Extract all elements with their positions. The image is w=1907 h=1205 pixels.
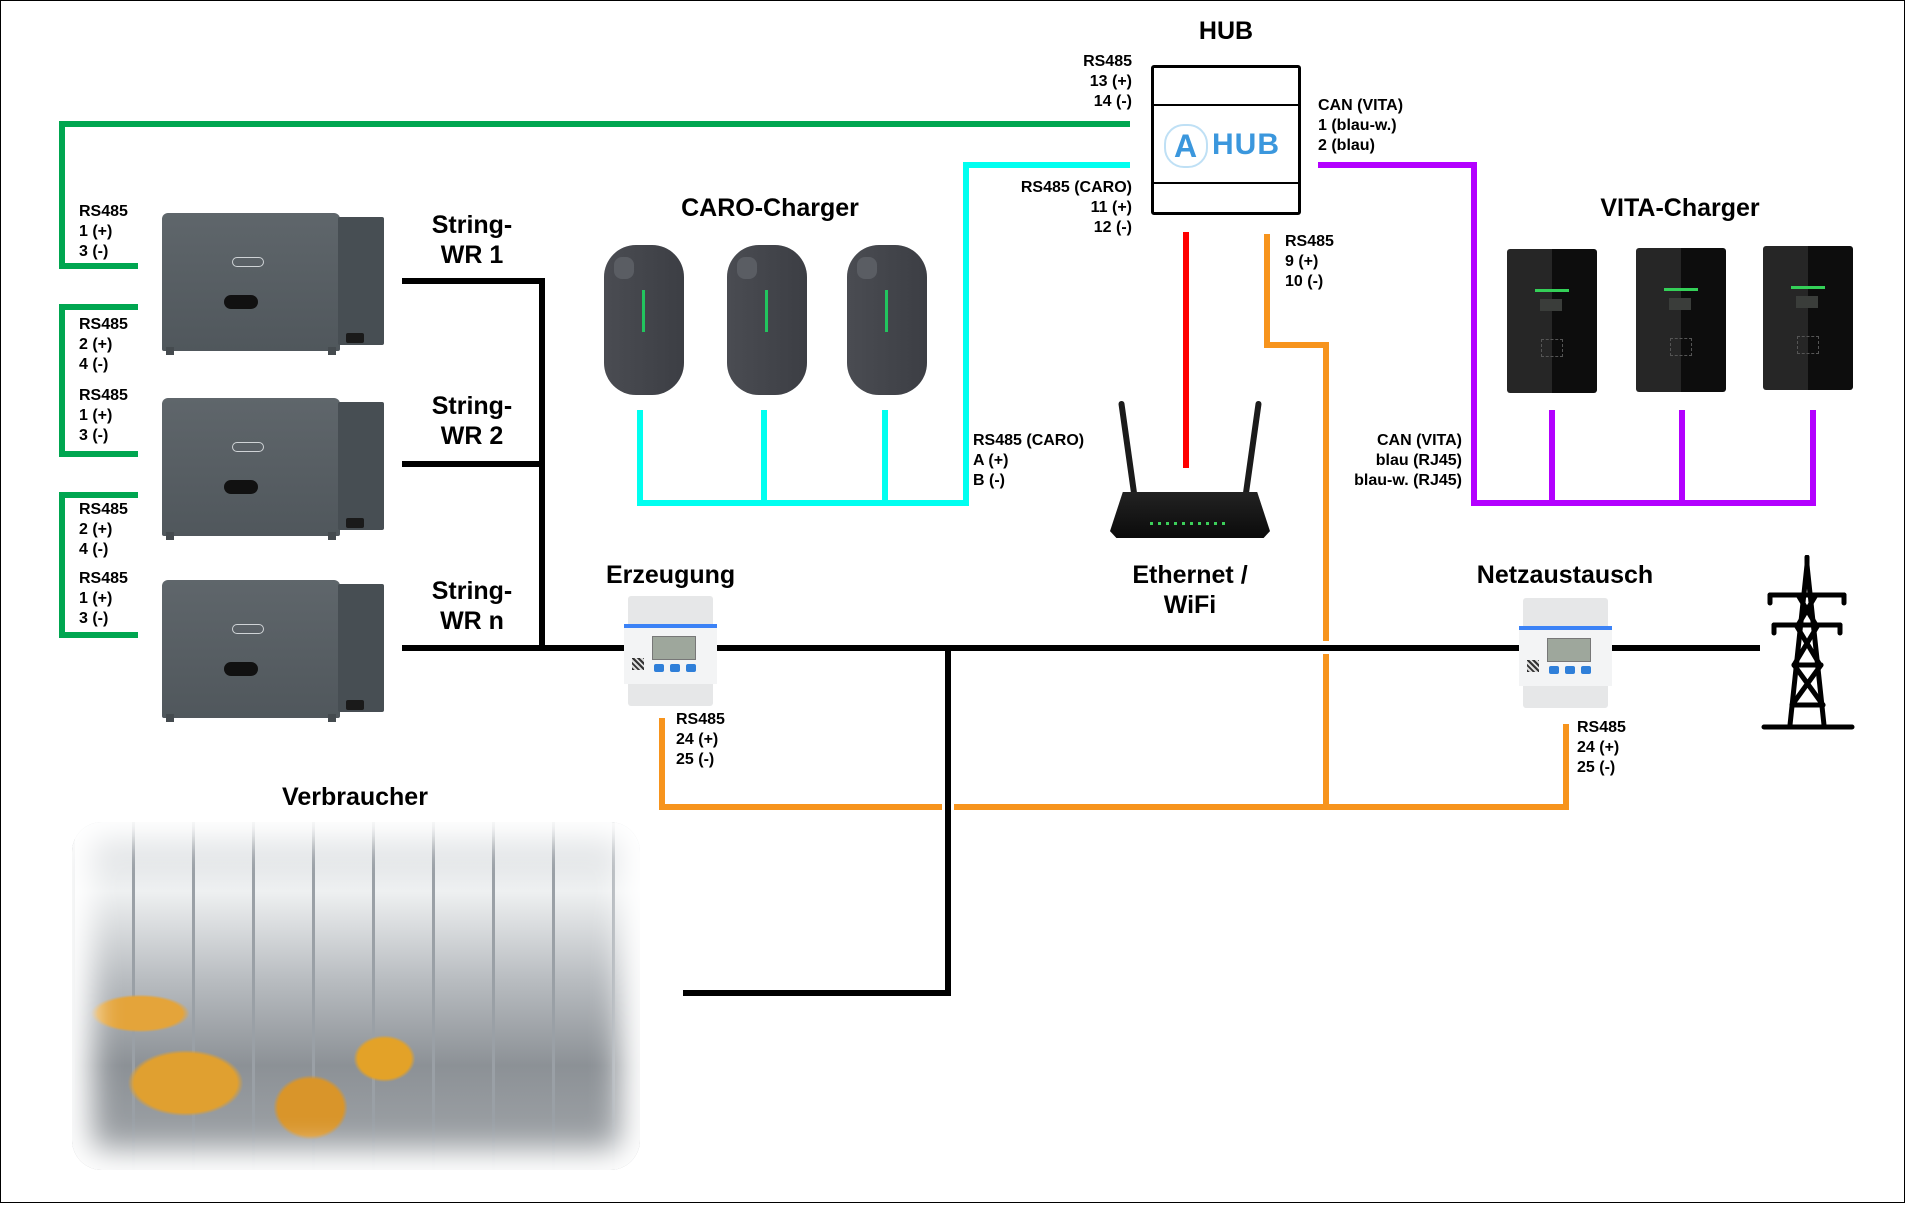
- caro-charger-3: [847, 245, 927, 395]
- wire-rs485-hub-meters: [1264, 234, 1329, 641]
- hub-port-rs485-caro: RS485 (CARO)11 (+)12 (-): [1020, 179, 1132, 236]
- caro-charger-1: [604, 245, 684, 395]
- caro-charger-2: [727, 245, 807, 395]
- power-consumer: [683, 648, 951, 996]
- wire-rs485-meter-grid: [954, 724, 1569, 810]
- consumer-title: Verbraucher: [282, 783, 428, 811]
- wire-rs485-meter-gen: [659, 718, 942, 810]
- inverter-2: [162, 390, 392, 540]
- inverter-1: [162, 205, 392, 355]
- meter-grid-title: Netzaustausch: [1476, 561, 1654, 589]
- wire-rs485-inv1-to-inv2: [59, 304, 138, 457]
- power-pylon-icon: [1761, 555, 1855, 730]
- hub-port-can-vita: CAN (VITA)1 (blau-w.)2 (blau): [1318, 97, 1404, 154]
- hub-title: HUB: [1198, 17, 1254, 45]
- vita-port-label: CAN (VITA)blau (RJ45)blau-w. (RJ45): [1354, 432, 1462, 489]
- inverter-display-icon: [224, 480, 258, 494]
- wire-rs485-hub-to-inv1: [59, 121, 1130, 269]
- wire-rs485-caro-hub: [637, 162, 1130, 506]
- meter-generation-title: Erzeugung: [606, 561, 736, 589]
- vita-title: VITA-Charger: [1600, 194, 1760, 222]
- meter-generation: [624, 596, 717, 706]
- inverter-1-title: String- WR 1: [431, 211, 513, 269]
- inverter-2-title: String- WR 2: [431, 392, 513, 450]
- caro-title: CARO-Charger: [681, 194, 859, 222]
- vita-charger-2: [1636, 248, 1726, 392]
- wire-can-vita-hub: [1318, 162, 1816, 506]
- vita-charger-1: [1507, 249, 1597, 393]
- vita-charger-3: [1763, 246, 1853, 390]
- meter-grid: [1519, 598, 1612, 708]
- inverter-display-icon: [224, 662, 258, 676]
- hub-logo-icon: A: [1164, 124, 1208, 168]
- caro-port-label: RS485 (CARO)A (+)B (-): [973, 432, 1085, 489]
- router-title: Ethernet / WiFi: [1132, 561, 1248, 619]
- wire-rs485-inv2-to-inv3: [59, 492, 138, 638]
- inverter-3: [162, 572, 392, 722]
- inverter-display-icon: [224, 295, 258, 309]
- router-icon: [1110, 400, 1270, 540]
- inverter-n-title: String- WR n: [431, 577, 513, 635]
- consumer-factory-image: [72, 822, 640, 1170]
